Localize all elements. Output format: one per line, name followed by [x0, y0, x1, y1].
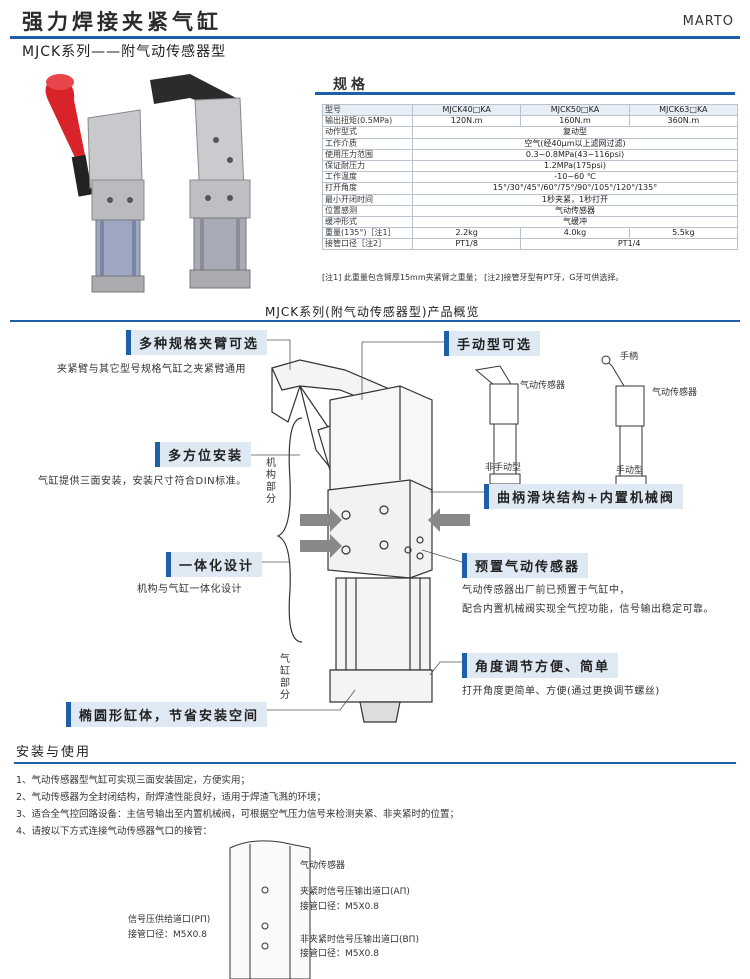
spec-value: 1.2MPa(175psi) [412, 159, 738, 173]
spec-row: 接管口径［注2］ PT1/8 PT1/4 [322, 238, 738, 251]
spec-label: 最小开闭时间 [322, 193, 413, 206]
variant-sensor-label: 气动传感器 [520, 381, 566, 391]
callout-crank-slider: 曲柄滑块结构+内置机械阀 [484, 484, 683, 509]
spec-label: 使用压力范围 [322, 148, 413, 161]
spec-value: 4.0kg [520, 227, 630, 240]
overview-heading: MJCK系列(附气动传感器型)产品概览 [257, 303, 488, 320]
cylinder-label: 气缸部分 [280, 654, 290, 701]
spec-row: 工作介质空气(经40μm以上滤网过滤) [322, 137, 738, 150]
variant-manual-label: 手动型 [616, 466, 644, 476]
install-divider [14, 762, 736, 764]
variant-handle-label: 手柄 [620, 352, 639, 362]
spec-label: 位置感测 [322, 204, 413, 217]
spec-value: 15°/30°/45°/60°/75°/90°/105°/120°/135° [412, 182, 738, 195]
callout-integrated: 一体化设计 [166, 552, 263, 577]
callout-preset-sensor-desc2: 配合内置机械阀实现全气控功能，信号输出稳定可靠。 [462, 604, 714, 615]
brand-name: MARTO [682, 14, 734, 29]
spec-value: 120N.m [411, 115, 522, 128]
spec-value: 复动型 [412, 126, 738, 139]
spec-value: 空气(经40μm以上滤网过滤) [412, 137, 738, 150]
callout-arm-options-desc: 夹紧臂与其它型号规格气缸之夹紧臂通用 [57, 364, 246, 375]
spec-heading: 规格 [333, 77, 369, 93]
spec-value: PT1/8 [411, 238, 522, 251]
spec-col-model: 型号 [322, 103, 413, 117]
install-heading: 安装与使用 [16, 745, 92, 760]
spec-value: 0.3~0.8MPa(43~116psi) [412, 148, 738, 161]
mechanism-label: 机构部分 [266, 458, 276, 505]
spec-label: 缓冲形式 [322, 215, 413, 229]
spec-value: 2.2kg [411, 227, 522, 240]
spec-divider [315, 92, 735, 95]
callout-preset-sensor: 预置气动传感器 [462, 553, 589, 578]
spec-value: 气动传感器 [412, 204, 738, 217]
spec-value: 160N.m [520, 115, 630, 128]
spec-value: -10~60 ℃ [412, 171, 738, 184]
port-diagram [229, 840, 311, 979]
port-b-size: 接管口径：M5X0.8 [300, 949, 379, 959]
port-p-size: 接管口径：M5X0.8 [128, 930, 207, 940]
spec-label: 动作型式 [322, 126, 413, 139]
port-b-label: 非夹紧时信号压输出道口(BΠ) [300, 935, 419, 945]
install-item: 3、适合全气控回路设备：主信号输出至内置机械阀，可根据空气压力信号来检测夹紧、非… [16, 809, 460, 820]
callout-arm-options: 多种规格夹臂可选 [126, 330, 268, 355]
page-title: 强力焊接夹紧气缸 [22, 9, 222, 34]
spec-value: 气缓冲 [412, 215, 738, 229]
spec-label: 工作温度 [322, 171, 413, 184]
install-item: 4、请按以下方式连接气动传感器气口的接管： [16, 826, 213, 837]
callout-angle-adjust-desc: 打开角度更简单、方便(通过更换调节螺丝) [462, 686, 660, 697]
spec-note: [注1] 此重量包含臂厚15mm夹紧臂之重量； [注2]接管牙型有PT牙，G牙可… [322, 273, 624, 282]
callout-oval-body: 椭圆形缸体，节省安装空间 [66, 702, 268, 727]
spec-row: 位置感测气动传感器 [322, 204, 738, 217]
header-divider [10, 36, 740, 39]
spec-header-row: 型号 MJCK40□KA MJCK50□KA MJCK63□KA [322, 103, 739, 117]
spec-row: 缓冲形式气缓冲 [322, 215, 738, 229]
spec-label: 打开角度 [322, 182, 413, 195]
spec-row: 动作型式复动型 [322, 126, 738, 139]
spec-label: 保证耐压力 [322, 159, 413, 173]
spec-value: 360N.m [628, 115, 739, 128]
callout-manual-option: 手动型可选 [444, 331, 541, 356]
spec-label: 重量(135°)［注1］ [322, 227, 413, 240]
spec-value: 5.5kg [628, 227, 739, 240]
spec-value: PT1/4 [520, 238, 738, 251]
callout-integrated-desc: 机构与气缸一体化设计 [137, 584, 242, 595]
product-photos [45, 74, 251, 293]
callout-preset-sensor-desc: 气动传感器出厂前已预置于气缸中， [462, 585, 630, 596]
spec-label: 接管口径［注2］ [322, 238, 413, 251]
spec-row: 重量(135°)［注1］ 2.2kg 4.0kg 5.5kg [322, 227, 739, 240]
port-a-size: 接管口径：M5X0.8 [300, 902, 379, 912]
clamp-diagram [245, 339, 647, 723]
callout-multi-mount: 多方位安装 [155, 442, 252, 467]
standard-clamp-photo [150, 74, 251, 289]
install-item: 1、气动传感器型气缸可实现三面安装固定，方便实用； [16, 775, 251, 786]
manual-clamp-photo [45, 74, 145, 293]
port-sensor-label: 气动传感器 [300, 861, 346, 871]
page-subtitle: MJCK系列——附气动传感器型 [22, 44, 227, 60]
variant-non-manual-label: 非手动型 [485, 463, 522, 473]
spec-value: 1秒夹紧，1秒打开 [412, 193, 738, 206]
spec-col-50: MJCK50□KA [520, 103, 630, 117]
spec-col-40: MJCK40□KA [411, 103, 522, 117]
spec-row: 工作温度-10~60 ℃ [322, 171, 738, 184]
callout-angle-adjust: 角度调节方便、简单 [462, 653, 619, 678]
spec-label: 输出扭矩(0.5MPa) [322, 115, 413, 128]
variant-sensor-label-2: 气动传感器 [652, 388, 698, 398]
spec-row: 输出扭矩(0.5MPa) 120N.m 160N.m 360N.m [322, 115, 739, 128]
callout-multi-mount-desc: 气缸提供三面安装，安装尺寸符合DIN标准。 [38, 476, 247, 487]
overview-divider [10, 320, 740, 322]
spec-label: 工作介质 [322, 137, 413, 150]
port-p-label: 信号压供给道口(PΠ) [128, 915, 211, 925]
spec-table: 型号 MJCK40□KA MJCK50□KA MJCK63□KA 输出扭矩(0.… [322, 103, 739, 251]
port-a-label: 夹紧时信号压输出道口(AΠ) [300, 887, 410, 897]
spec-col-63: MJCK63□KA [628, 103, 739, 117]
install-item: 2、气动传感器为全封闭结构，耐焊渣性能良好，适用于焊渣飞溅的环境； [16, 792, 327, 803]
